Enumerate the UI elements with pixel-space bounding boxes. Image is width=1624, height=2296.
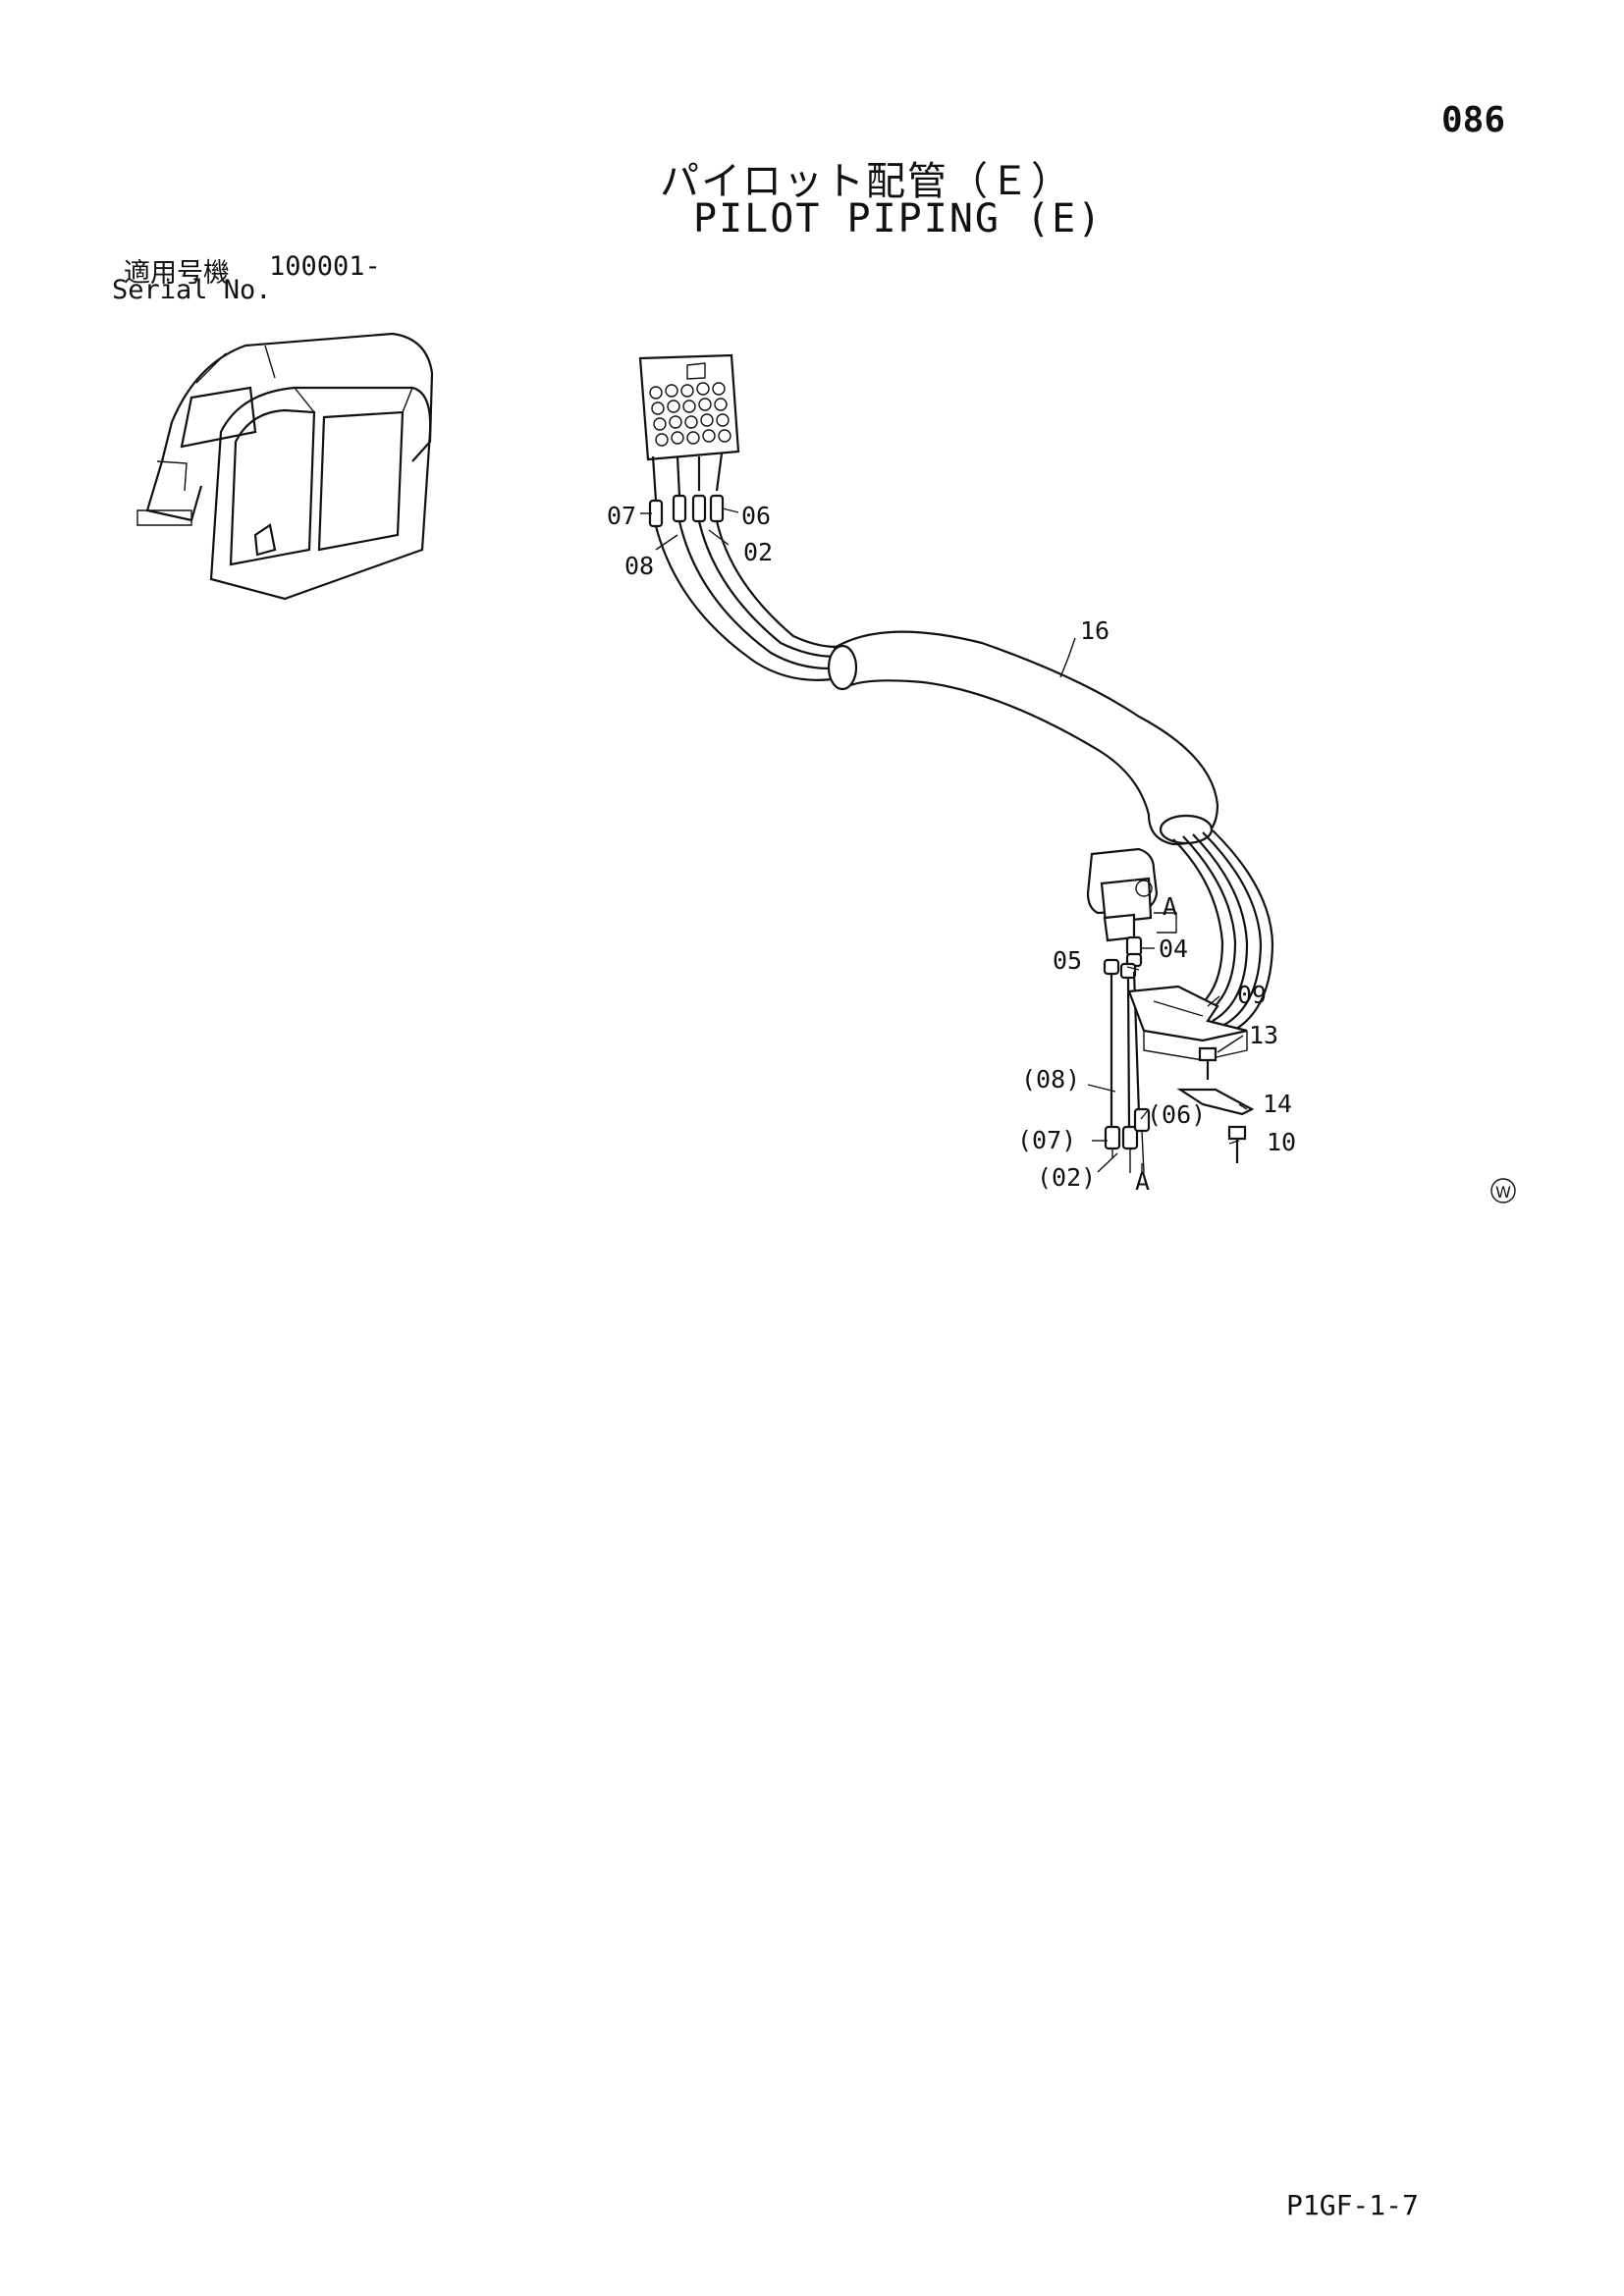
bracket [1127, 985, 1248, 1061]
pilot-hoses-lower [1172, 829, 1274, 1032]
machine-overview-icon [136, 332, 434, 601]
fittings-middle [1103, 912, 1177, 1130]
callout-09: 09 [1237, 981, 1267, 1009]
callout-10: 10 [1267, 1128, 1296, 1156]
pilot-hoses [654, 520, 847, 681]
callout-02-ref: (02) [1037, 1163, 1096, 1192]
callout-08: 08 [624, 552, 654, 580]
callout-a-bottom: A [1135, 1167, 1150, 1196]
callout-07: 07 [607, 502, 636, 530]
callout-07-ref: (07) [1017, 1126, 1076, 1154]
serial-label-english: Serial No. [112, 275, 272, 305]
pilot-valve-block [638, 353, 740, 502]
callout-a-top: A [1163, 892, 1177, 921]
page-title-english: PILOT PIPING (E) [693, 196, 1104, 241]
bolt-10 [1227, 1125, 1247, 1163]
plate-14 [1176, 1088, 1255, 1116]
callout-05: 05 [1053, 946, 1082, 975]
page-title-japanese: パイロット配管（Ｅ） [660, 159, 1072, 204]
watermark-w-icon: W [1490, 1178, 1516, 1203]
protective-sleeve [827, 630, 1219, 846]
callout-06-ref: (06) [1147, 1100, 1206, 1129]
callout-08-ref: (08) [1021, 1065, 1080, 1094]
callout-labels: 07 06 08 02 16 A 05 04 09 13 (08) (06) 1… [607, 502, 1296, 1196]
serial-number: 100001- [269, 251, 381, 282]
callout-14: 14 [1263, 1090, 1292, 1118]
lower-pilot-valve [1086, 847, 1159, 942]
callout-04: 04 [1159, 934, 1188, 963]
bolt-13 [1198, 1046, 1218, 1080]
callout-16: 16 [1080, 616, 1110, 645]
page-number: 086 [1441, 100, 1506, 140]
callout-13: 13 [1249, 1021, 1278, 1049]
serial-label-japanese: 適用号機 [124, 258, 230, 289]
leader-lines [640, 507, 1248, 1173]
callout-06: 06 [741, 502, 771, 530]
callout-02: 02 [743, 538, 773, 566]
footer-page-code: P1GF-1-7 [1286, 2189, 1419, 2221]
svg-text:W: W [1495, 1183, 1511, 1201]
hose-fittings-upper [648, 494, 725, 528]
fittings-lower [1104, 1107, 1151, 1174]
